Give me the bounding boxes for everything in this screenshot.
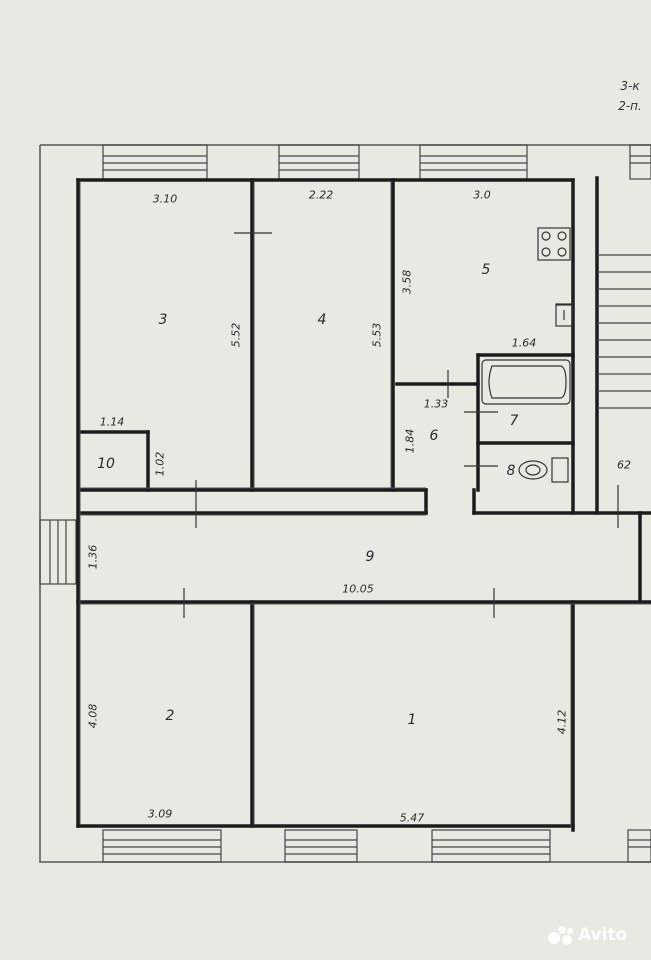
dim-height-room1: 4.12 <box>555 709 569 735</box>
exterior-wall <box>39 144 651 863</box>
dim-height-room3: 5.52 <box>229 322 243 348</box>
avito-watermark: Avito <box>548 921 643 949</box>
room-7-label: 7 <box>509 413 519 429</box>
dim-closet-depth: 1.02 <box>153 451 167 477</box>
bathtub-icon <box>481 359 571 405</box>
interior-walls <box>76 176 651 832</box>
window-top-3 <box>419 144 528 180</box>
room-10-label: 10 <box>97 456 115 472</box>
dim-bottom-room1: 5.47 <box>399 811 425 825</box>
window-bottom-4 <box>627 829 651 863</box>
room-2-label: 2 <box>165 708 175 724</box>
window-bottom-2 <box>284 829 358 863</box>
toilet-icon <box>518 457 569 483</box>
dim-bath-width: 1.64 <box>511 336 537 350</box>
dim-height-room4: 5.53 <box>370 322 384 348</box>
avito-watermark-text: Avito <box>578 925 628 945</box>
window-bottom-3 <box>431 829 551 863</box>
dim-corridor-length: 10.05 <box>342 582 374 596</box>
room-1-label: 1 <box>407 712 417 728</box>
dim-bottom-room2: 3.09 <box>147 807 173 821</box>
dim-top-room5: 3.0 <box>473 188 491 202</box>
room-5-label: 5 <box>481 262 491 278</box>
dim-height-room5: 3.58 <box>400 269 414 295</box>
dimension-ticks <box>183 232 619 618</box>
dim-closet-width: 1.14 <box>99 415 125 429</box>
room-8-label: 8 <box>506 463 516 479</box>
dim-top-room4: 2.22 <box>308 188 334 202</box>
corner-text-line2: 2-п. <box>618 99 642 113</box>
room-4-label: 4 <box>317 312 327 328</box>
dim-corridor-depth: 1.36 <box>86 544 100 570</box>
window-top-2 <box>278 144 360 180</box>
room-9-label: 9 <box>365 549 375 565</box>
sink-icon <box>555 303 573 327</box>
window-top-1 <box>102 144 208 180</box>
avito-logo-icon <box>548 924 574 946</box>
room-6-label: 6 <box>429 428 439 444</box>
thin-lines <box>79 182 651 828</box>
dim-hall-width: 1.33 <box>423 397 449 411</box>
room-3-label: 3 <box>158 312 168 328</box>
dim-height-room2: 4.08 <box>86 703 100 729</box>
stove-icon <box>537 227 571 261</box>
dim-stair-gap: 62 <box>617 458 631 472</box>
window-bottom-1 <box>102 829 222 863</box>
dim-hall-depth: 1.84 <box>403 428 417 454</box>
dim-top-room3: 3.10 <box>152 192 178 206</box>
window-top-4 <box>629 144 651 180</box>
window-left <box>39 519 77 585</box>
corner-text-line1: 3-к <box>620 79 640 93</box>
stairs-icon <box>597 254 651 409</box>
